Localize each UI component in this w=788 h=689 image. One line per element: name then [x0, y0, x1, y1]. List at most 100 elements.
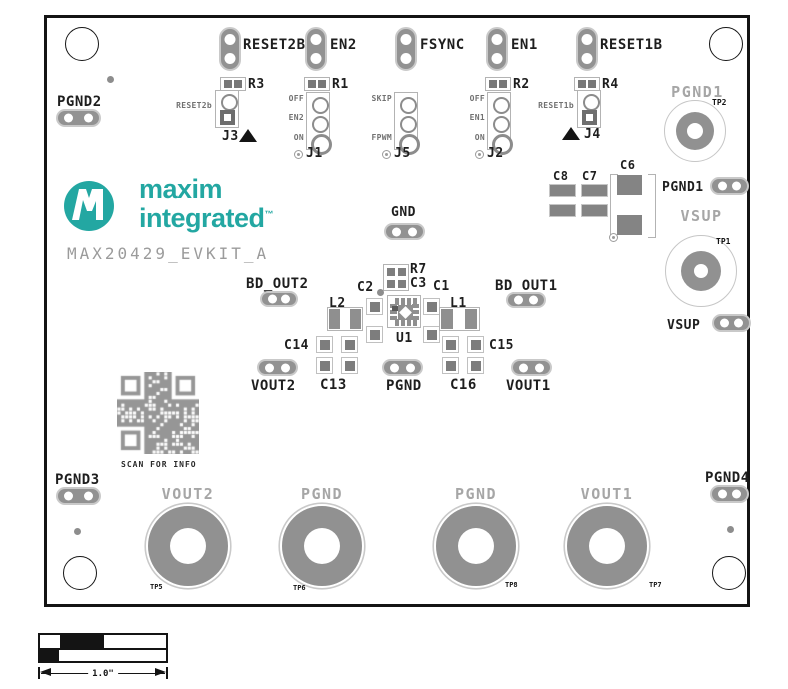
cap-c14-pad	[316, 336, 333, 353]
arrow-left-icon	[40, 668, 51, 677]
terminal-pgnd-tp8-tp: TP8	[505, 581, 518, 589]
pad	[366, 298, 383, 315]
terminal-pgnd1-label: PGND1	[671, 83, 724, 101]
resistor-r2-label: R2	[513, 77, 530, 92]
ind-l1-pad	[465, 309, 477, 329]
testpoint-reset2b	[219, 27, 241, 71]
fiducial-dot	[377, 289, 384, 296]
testpoint-en1	[486, 27, 508, 71]
ind-l2-pad	[329, 309, 340, 329]
cap-c15-pad	[442, 336, 459, 353]
cap-c2-label: C2	[357, 280, 374, 295]
ind-l1-pad	[441, 309, 453, 329]
terminal-vsup	[665, 235, 737, 307]
jumper-j3-label: J3	[222, 129, 239, 144]
cap-c7-pad	[581, 184, 608, 197]
cap-c6-pad	[617, 175, 642, 195]
mounting-hole-top-right	[709, 27, 743, 61]
fiducial-dot	[74, 528, 81, 535]
pad-pgnd4-label: PGND4	[705, 470, 750, 486]
pad-gnd	[384, 223, 425, 240]
terminal-vsup-tp: TP1	[716, 237, 731, 246]
jumper-j4-signal: RESET1b	[538, 101, 574, 110]
component-r7c3-outline	[383, 264, 409, 291]
pad-pgnd2-label: PGND2	[57, 94, 102, 110]
cap-c14-label: C14	[284, 338, 309, 353]
pad-vout2	[257, 359, 298, 376]
mounting-hole-bottom-right	[712, 556, 746, 590]
fiducial-icon	[382, 150, 391, 159]
cap-c8-pad	[549, 184, 576, 197]
terminal-vout1	[565, 504, 649, 588]
ic-u1	[387, 295, 421, 328]
cap-c7-pad	[581, 204, 608, 217]
terminal-pgnd-tp8-label: PGND	[454, 485, 498, 503]
terminal-pgnd1	[664, 100, 726, 162]
pad-vout2-label: VOUT2	[251, 378, 296, 394]
ic-u1-label: U1	[396, 331, 413, 346]
pad	[423, 326, 440, 343]
resistor-r1	[304, 77, 330, 91]
cap-c8-pad	[549, 204, 576, 217]
jumper-j1	[306, 92, 332, 155]
pad-pgnd-label: PGND	[386, 378, 422, 394]
pad-bdout1	[506, 292, 546, 308]
cap-c15-label: C15	[489, 338, 514, 353]
jumper-j1-pin-en2: EN2	[288, 113, 304, 122]
jumper-j1-pin-on: ON	[293, 133, 304, 142]
testpoint-en2	[305, 27, 327, 71]
ind-l2-pad	[350, 309, 361, 329]
cap-c1-label: C1	[433, 279, 450, 294]
resistor-r1-label: R1	[332, 77, 349, 92]
maxim-logo-wordmark: maxim integrated™	[139, 176, 274, 233]
cap-c13-pad	[341, 357, 358, 374]
resistor-r3-label: R3	[248, 77, 265, 92]
cap-c8-label: C8	[553, 169, 569, 183]
pad-bdout2-label: BD_OUT2	[246, 276, 309, 292]
pin1-arrow-icon	[239, 129, 257, 142]
terminal-vsup-label: VSUP	[680, 207, 723, 225]
jumper-j3-signal: RESET2b	[176, 101, 212, 110]
qr-caption: SCAN FOR INFO	[121, 460, 197, 469]
board-title: MAX20429_EVKIT_A	[67, 244, 270, 263]
pad-vout1	[511, 359, 552, 376]
terminal-vout1-tp: TP7	[649, 581, 662, 589]
pad-bdout2	[260, 291, 298, 307]
jumper-j5-label: J5	[394, 146, 411, 161]
resistor-r4	[574, 77, 600, 91]
terminal-pgnd-tp8	[434, 504, 518, 588]
fiducial-icon	[609, 233, 618, 242]
jumper-j1-pin-off: OFF	[288, 94, 304, 103]
scale-bar	[38, 633, 168, 663]
resistor-r3	[220, 77, 246, 91]
scale-label: 1.0"	[88, 668, 118, 679]
jumper-j2-pin-on: ON	[474, 133, 485, 142]
jumper-j2-label: J2	[487, 146, 504, 161]
jumper-j4	[577, 90, 601, 128]
cap-c15-pad	[467, 336, 484, 353]
resistor-r2	[485, 77, 511, 91]
cap-c14-pad	[341, 336, 358, 353]
testpoint-en2-label: EN2	[330, 37, 357, 53]
arrow-right-icon	[155, 668, 166, 677]
pad-pgnd3-label: PGND3	[55, 472, 100, 488]
testpoint-fsync-label: FSYNC	[420, 37, 465, 53]
res-r7-label: R7	[410, 262, 427, 277]
qr-code	[117, 372, 199, 454]
testpoint-en1-label: EN1	[511, 37, 538, 53]
logo-word2: integrated™	[139, 203, 274, 233]
terminal-vout2	[146, 504, 230, 588]
fiducial-icon	[475, 150, 484, 159]
pad-pgnd3	[56, 487, 101, 505]
pad-vout1-label: VOUT1	[506, 378, 551, 394]
terminal-vout2-label: VOUT2	[161, 485, 215, 503]
mounting-hole-bottom-left	[63, 556, 97, 590]
pad-pgnd	[382, 359, 423, 376]
cap-c16-pad	[442, 357, 459, 374]
maxim-logo-icon	[64, 181, 114, 231]
pad-gnd-label: GND	[391, 205, 416, 220]
fiducial-icon	[294, 150, 303, 159]
pad-pgnd1	[710, 177, 749, 195]
cap-c13-pad	[316, 357, 333, 374]
cap-c6-bracket	[648, 174, 656, 238]
